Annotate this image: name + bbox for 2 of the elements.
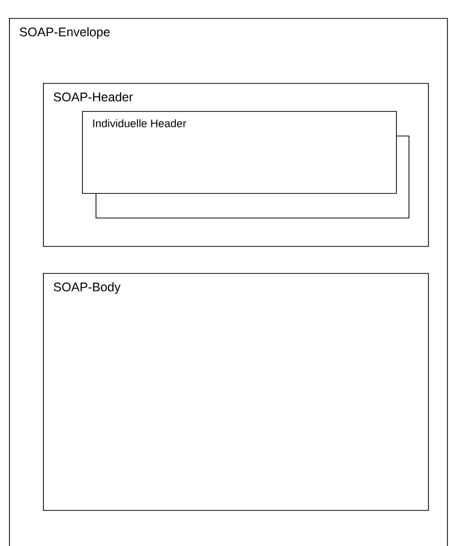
body-box: SOAP-Body — [43, 273, 429, 511]
stacked-header-box: Individuelle Header — [82, 111, 410, 218]
